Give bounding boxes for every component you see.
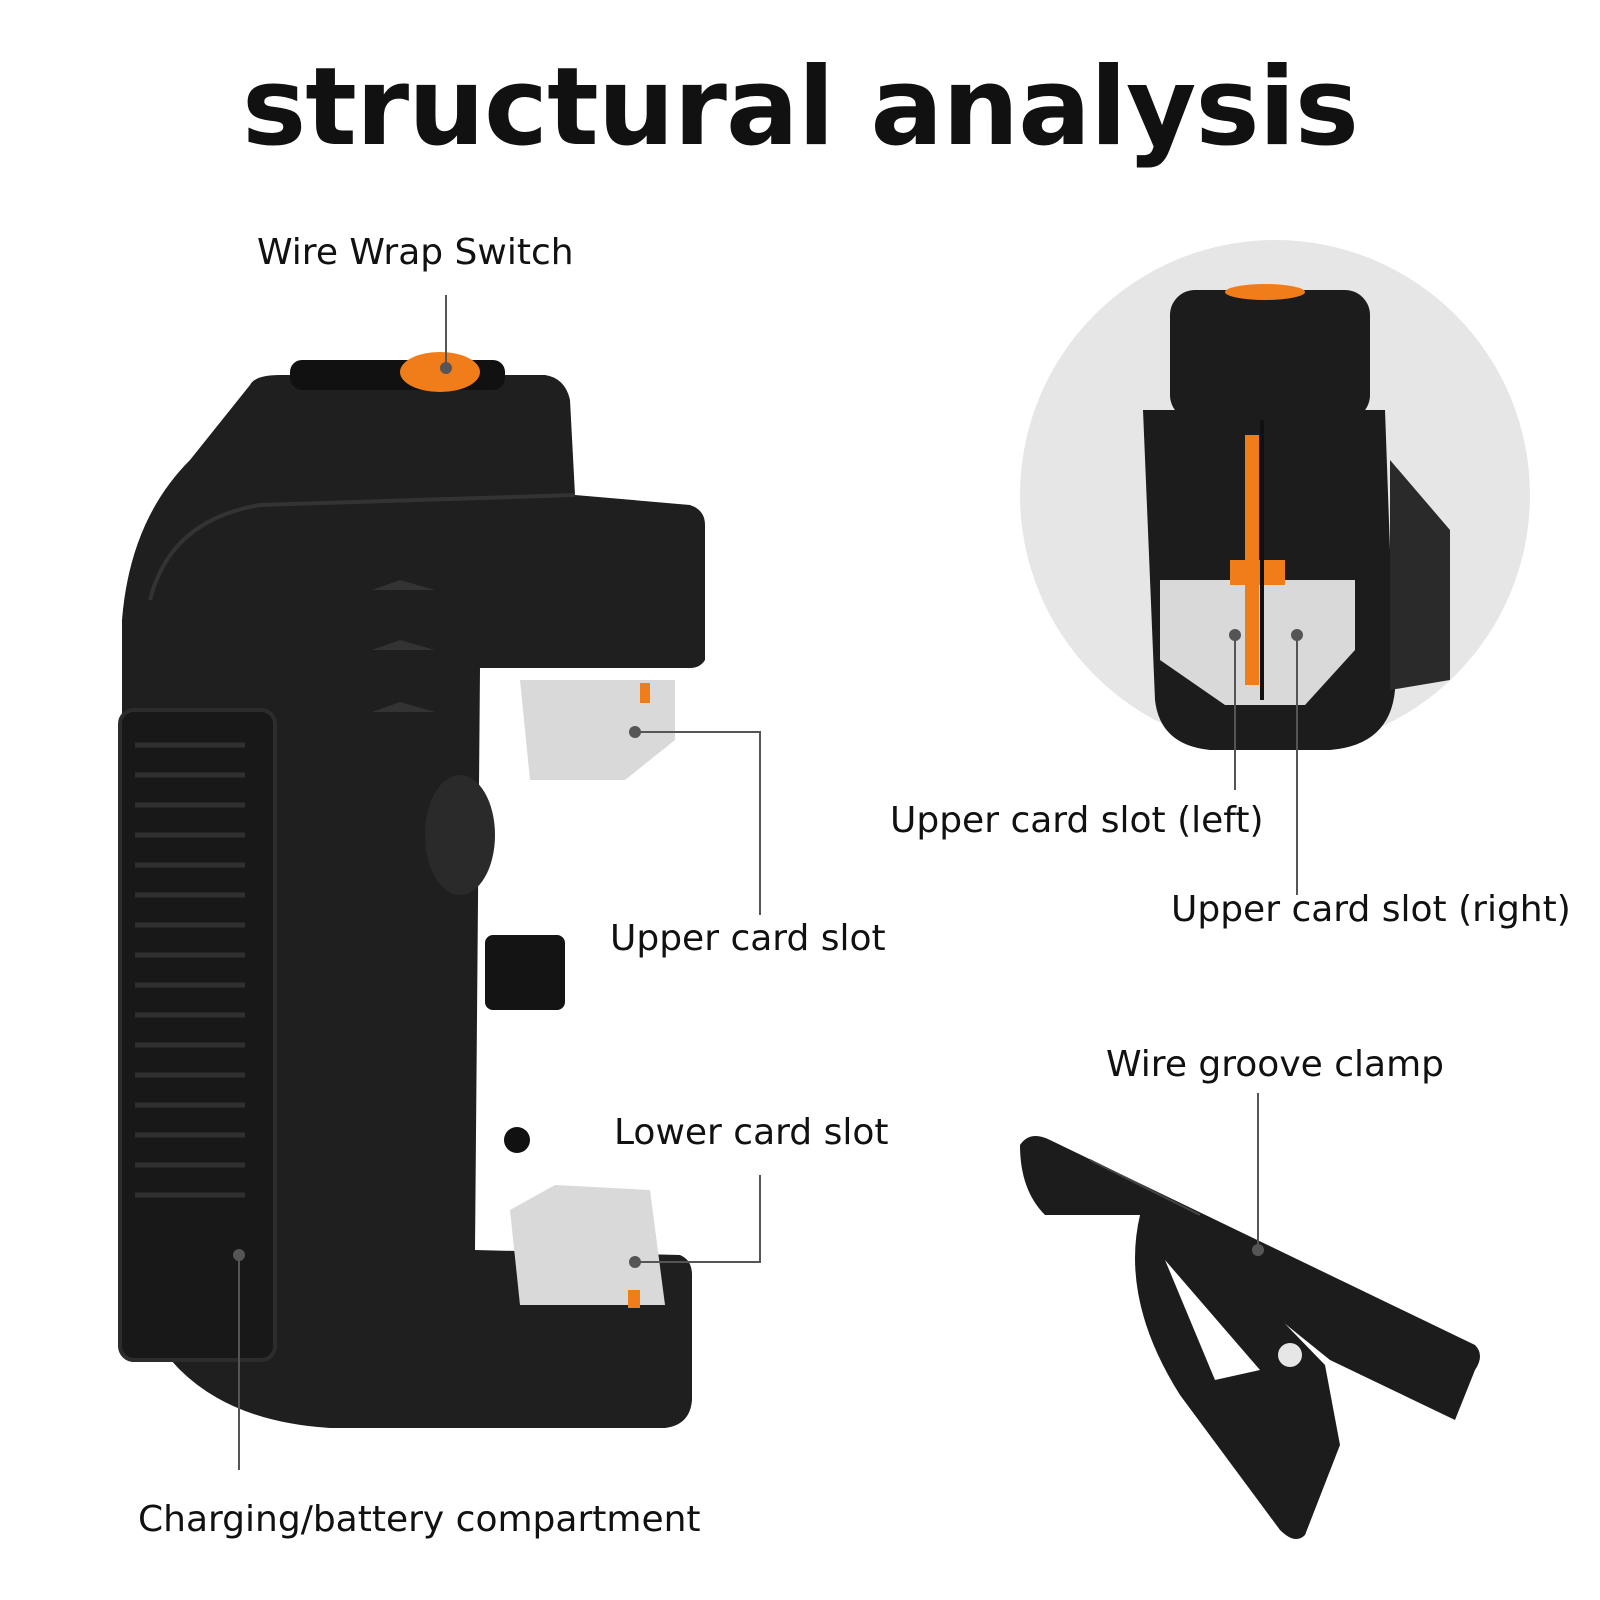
wire-wrap-switch-knob <box>400 352 480 392</box>
page-title: structural analysis <box>241 45 1359 170</box>
label-upper-card-slot-right: Upper card slot (right) <box>1171 889 1571 930</box>
label-wire-groove-clamp: Wire groove clamp <box>1106 1044 1444 1085</box>
wire-groove-clamp <box>1020 1136 1480 1539</box>
label-upper-card-slot: Upper card slot <box>610 918 886 959</box>
upper-card-slot-insert <box>520 680 675 780</box>
leader-lines <box>233 295 1303 1470</box>
lower-card-slot-insert <box>510 1185 665 1305</box>
closeup-upper-slots <box>1020 240 1530 750</box>
wire-wrap-tool <box>118 352 705 1428</box>
label-battery-compartment: Charging/battery compartment <box>138 1499 701 1540</box>
label-upper-card-slot-left: Upper card slot (left) <box>890 800 1264 841</box>
label-lower-card-slot: Lower card slot <box>614 1112 889 1153</box>
label-wire-wrap-switch: Wire Wrap Switch <box>257 232 574 273</box>
